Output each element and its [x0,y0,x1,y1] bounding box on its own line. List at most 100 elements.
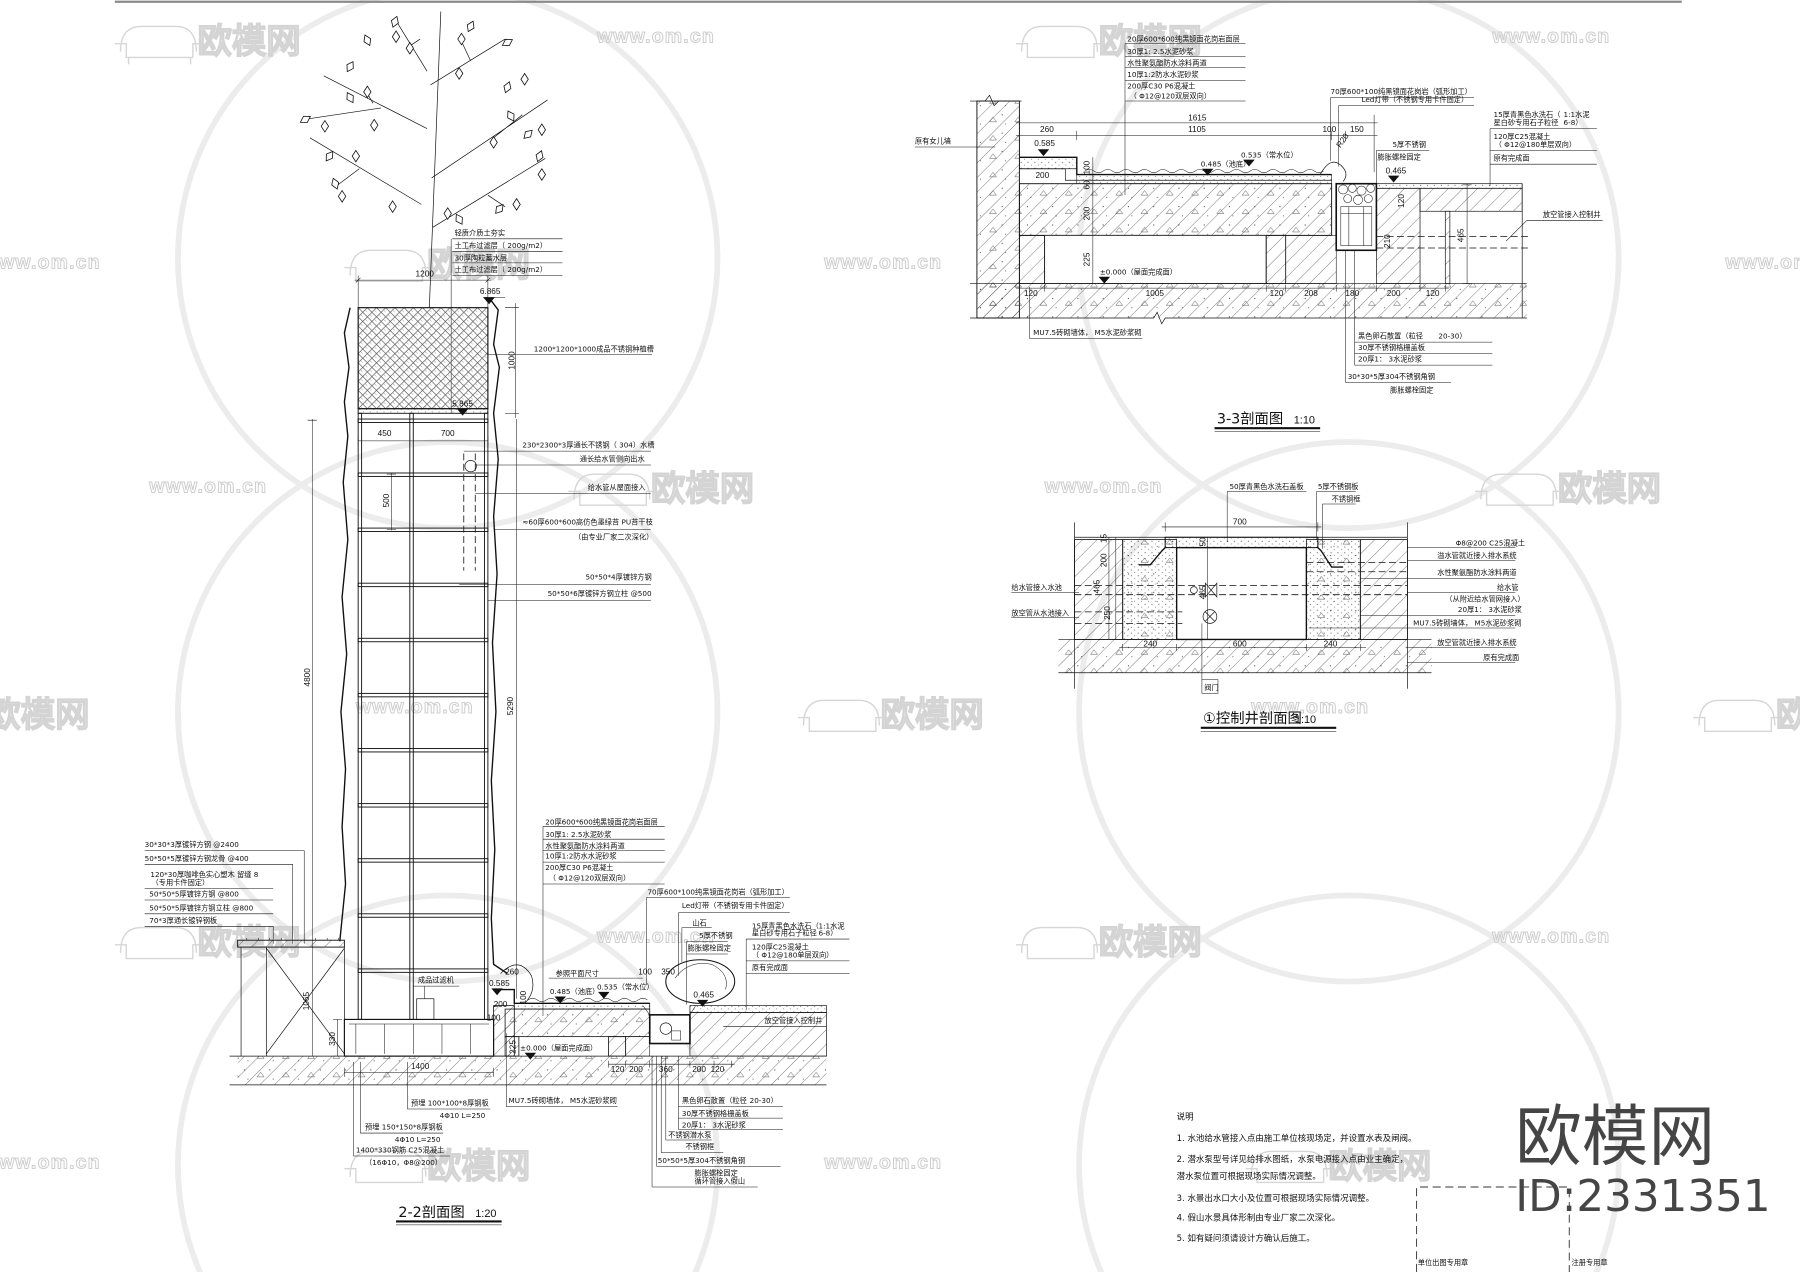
planter-label: 1200*1200*1000成品不锈钢种植槽 [534,344,654,353]
elevation-trench: 0.465 [693,991,714,1000]
dim-bottom: 120 [611,1065,625,1074]
base-label: 4Φ10 L=250 [395,1135,441,1144]
brand-id: ID:2331351 [1515,1172,1770,1222]
dim-vertical: 225 [1082,252,1091,266]
trench-label: 黑色卵石散置（粒径 [1358,332,1423,341]
dim-trench: 120 [1397,194,1406,208]
watermark-url: www.om.cn [596,26,715,48]
trench-label: 20-30） [750,1096,778,1105]
coping-label: 70厚600*100纯黑镜面花岗岩（弧形加工） [647,887,788,896]
valve-icon [1190,586,1198,594]
well-right-label: 给水管 [1497,583,1519,592]
drain-label: 放空管接入控制井 [765,1016,823,1025]
finish-label: 原有完成面 [1493,154,1529,163]
pool-layer-label: 10厚1:2防水水泥砂浆 [545,852,616,861]
pump-trench [648,1014,691,1045]
wall-label: ≈60厚600*600高仿色墨绿苔 PU苔干枝 [522,518,653,527]
note-item: 1. 水池给水管接入点由施工单位核现场定，并设置水表及闸阀。 [1177,1133,1417,1144]
wall-label: 50*50*4厚镀锌方钢 [585,573,651,582]
deck-label: 50*50*5厚镀锌方钢立柱 @800 [149,903,253,912]
watermark-logo: 欧模网 [1099,923,1202,963]
drain-valve-icon [1202,609,1218,624]
concrete-base [343,1018,495,1057]
dim-vertical-left: 15 [1100,533,1109,543]
steel-label: 5厚不锈钢 [699,931,732,940]
trench-label: 30厚不锈钢格栅盖板 [682,1109,749,1118]
dim-bottom: 120 [1024,289,1038,298]
pool-section-2-2 [493,959,827,1057]
dim-coping-height: 100 [519,990,528,1004]
dim-bay-right: 700 [441,429,455,438]
elevation-water-level: 0.535（常水位） [1241,150,1298,159]
deck-label: 120*30厚咖啡色实心塑木 留缝 8 [150,870,258,879]
dim-coping-step: 200 [494,1000,508,1009]
section-scale: 1:10 [1294,415,1315,427]
trench-label: 不锈钢潜水泵 [668,1131,711,1140]
finish-label: 1:1水泥 [818,922,844,931]
watermark-url: www.om.cn [0,252,101,274]
dim-trench: 210 [1383,234,1392,248]
wall-label: 通长给水管侧向出水 [580,455,646,464]
elevation-trench: 0.465 [1386,166,1407,175]
pool-layer-label: 30厚1: 2.5水泥砂浆 [1127,47,1193,56]
watermark-logo: 欧模网 [880,696,983,736]
wall-label: 给水管从屋面接入 [588,483,646,492]
base-label: （16Φ10，Φ8@200） [365,1158,442,1167]
well-right-label: Φ8@200 C25混凝土 [1456,538,1525,547]
dim-bottom: 240 [1143,639,1157,648]
drain-label: 放空管接入控制井 [1543,210,1601,219]
watermark-logo: 欧模网 [1558,470,1661,510]
note-item: 4. 假山水景具体形制由专业厂家二次深化。 [1177,1212,1341,1223]
section-2-2: 轻质介质土夯实 土工布过滤层（ 200g/m2） 30厚陶粒蓄水层 土工布过滤层… [144,11,850,1226]
finish-label: 120厚C25混凝土 [752,942,809,951]
well-right-label: 20厚1： 3水泥砂浆 [1458,605,1522,614]
pool-layer-label: 200厚C30 P6混凝土 [545,863,613,872]
note-item: 2. 潜水泵型号详见给排水图纸，水泵电源接入点由业主确定， [1177,1154,1408,1165]
watermark-url: www.om.cn [823,1152,942,1174]
elevation-roof: ±0.000（屋面完成面） [1100,267,1177,276]
finish-label: 6-8） [818,929,837,938]
parapet-label: 原有女儿墙 [915,137,951,146]
section-title: ①控制井剖面图 [1203,710,1302,727]
well-chamber [1175,546,1308,641]
pool-layer-label: 水性聚氨酯防水涂料两道 [1127,58,1206,67]
watermark-logo: 欧模网 [427,1147,530,1187]
watermark-url: www.om.cn [355,696,474,718]
watermark-url: www.om.cn [1044,476,1163,498]
dim-bottom: 240 [1324,639,1338,648]
unit-stamp-label: 单位出图专用章 [1418,1258,1469,1267]
trench-label: 50*50*5厚304不锈钢角钢 [658,1156,745,1165]
bolt-label: 膨胀螺栓固定 [1378,153,1421,162]
trench-label: 不锈钢框 [685,1142,714,1151]
dim-top: 260 [1040,125,1054,134]
dim-planter-width: 1200 [416,270,435,279]
dim-total: 1615 [1188,114,1207,123]
dim-vertical-left: 465 [1093,579,1102,593]
well-right-label: MU7.5砖砌墙体， M5水泥砂浆砌 [1413,619,1521,628]
dim-vertical-left: 250 [1103,606,1112,620]
dim-bottom: 120 [1270,289,1284,298]
watermark-url: www.om.cn [1491,926,1610,948]
watermark-logo: 欧模网 [1328,1147,1431,1187]
wall-break-left [339,307,351,942]
wall-label: 230*2300*3厚通长不锈钢（ 304）水槽 [522,441,654,450]
elevation-planter-bottom: 5.865 [452,399,473,408]
finish-label: 星白砂专用石子粒径 [752,929,817,938]
dim-vertical: 200 [1082,206,1091,220]
elevation-pool-bottom: 0.485（池底） [550,987,600,996]
planter-box [357,307,489,410]
section-scale: 1:10 [1295,714,1316,726]
watermark-logo: 欧模网 [197,22,300,62]
well-left-label: 给水管接入水池 [1011,583,1062,592]
section-scale: 1:20 [475,1208,496,1220]
dim-bottom: 120 [711,1065,725,1074]
finish-label: 15厚青黑色水洗石（ [752,922,819,931]
dim-slab-step: 100 [487,1014,501,1023]
elevation-pool-bottom: 0.485（池底） [1201,159,1251,168]
watermark-logo: 欧模网 [1099,22,1202,62]
dim-top: 1105 [1188,125,1206,134]
dim-rim-b: 350 [661,968,675,977]
dim-bottom: 180 [1345,289,1359,298]
rock-label: 山石 [692,918,706,927]
pool-layer-label: 10厚1:2防水水泥砂浆 [1127,70,1198,79]
